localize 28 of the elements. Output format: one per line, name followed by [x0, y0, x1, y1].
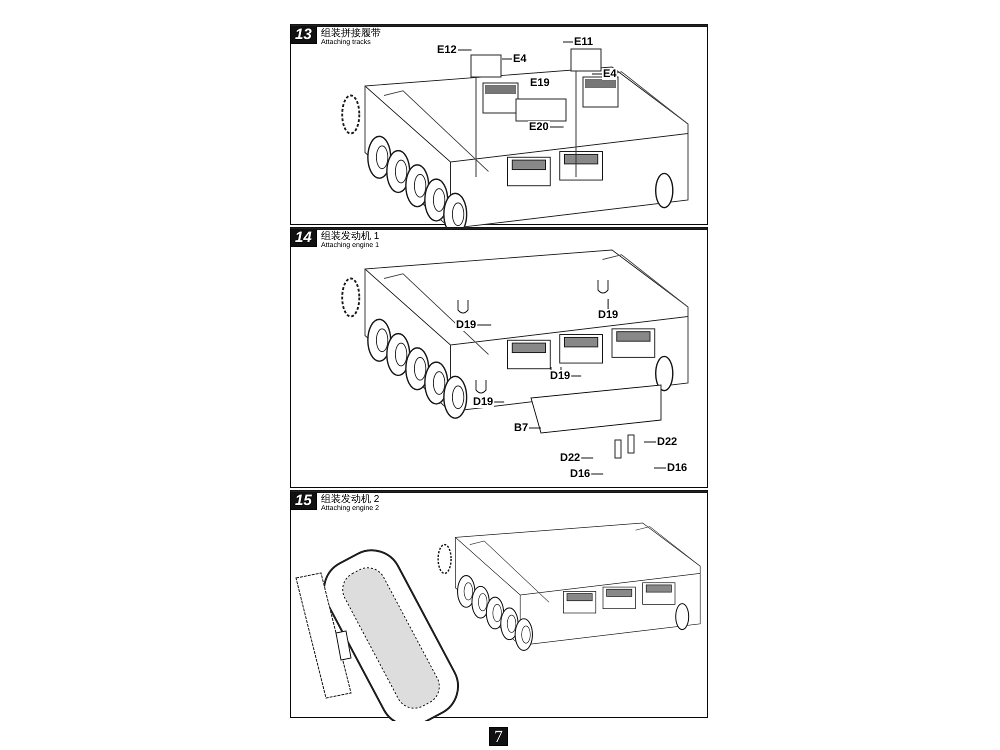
part-number: D19 — [597, 309, 620, 321]
part-number: D19 — [455, 319, 478, 331]
leader-line — [608, 298, 609, 310]
part-number: B7 — [513, 422, 530, 434]
part-number: E4 — [602, 68, 618, 80]
leader-line — [476, 324, 492, 326]
part-number: D19 — [472, 396, 494, 408]
part-number: D16 — [666, 462, 688, 474]
step-number: 13 — [290, 26, 317, 44]
part-number: E12 — [436, 44, 458, 56]
part-number: E11 — [573, 36, 594, 48]
leader-line — [549, 126, 564, 128]
part-number: D22 — [656, 436, 678, 448]
part-number: D16 — [569, 468, 592, 480]
part-number: D22 — [559, 452, 582, 464]
part-number: E20 — [528, 121, 550, 133]
page-number: 7 — [489, 727, 508, 746]
part-number: D19 — [549, 370, 572, 382]
step-panel — [290, 490, 708, 718]
step-title: 组装发动机 1 — [321, 231, 380, 242]
part-number: E19 — [529, 77, 551, 89]
step-number: 15 — [290, 492, 317, 510]
step-number: 14 — [290, 229, 317, 247]
step-title: 组装拼接履带 — [321, 28, 381, 39]
leader-line — [502, 58, 512, 60]
step-title: 组装发动机 2 — [321, 494, 380, 505]
part-number: E4 — [512, 53, 528, 65]
step-panel — [290, 24, 708, 225]
